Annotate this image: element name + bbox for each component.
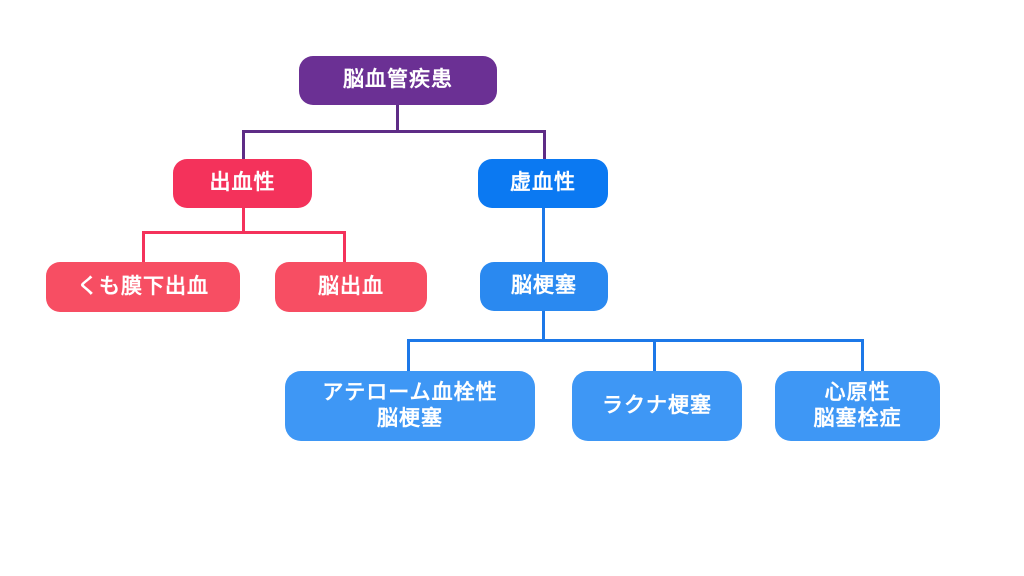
node-intracerebral-hemorrhage: 脳出血 (275, 262, 427, 312)
connector-root-to-ischemic (543, 130, 546, 160)
node-ischemic: 虚血性 (478, 159, 608, 208)
node-atherothrombotic-infarction: アテローム血栓性 脳梗塞 (285, 371, 535, 441)
node-label: 虚血性 (510, 171, 576, 195)
connector-infarction-branch (407, 339, 864, 342)
connector-to-subarachnoid (142, 231, 145, 263)
node-label: ラクナ梗塞 (602, 393, 712, 417)
connector-to-intracerebral (343, 231, 346, 263)
connector-infarction-stem (542, 310, 545, 342)
node-cerebral-infarction: 脳梗塞 (480, 262, 608, 311)
node-label: 出血性 (209, 171, 276, 195)
node-lacunar-infarction: ラクナ梗塞 (572, 371, 742, 441)
node-label: 脳梗塞 (511, 274, 577, 298)
connector-root-branch (242, 130, 546, 133)
node-hemorrhagic: 出血性 (173, 159, 312, 208)
node-label: くも膜下出血 (77, 274, 209, 298)
node-label-line1: 心原性 (824, 380, 891, 404)
node-label-line1: アテローム血栓性 (322, 380, 498, 404)
node-label-line2: 脳梗塞 (377, 407, 443, 430)
connector-ischemic-to-infarction (542, 208, 545, 263)
node-cerebrovascular-disease: 脳血管疾患 (299, 56, 497, 105)
node-label: 脳血管疾患 (343, 68, 453, 92)
node-cardiogenic-embolism: 心原性 脳塞栓症 (775, 371, 940, 441)
connector-root-to-hemorrhagic (242, 130, 245, 160)
connector-to-atherothrombotic (407, 339, 410, 372)
connector-hemorrhagic-branch (142, 231, 346, 234)
node-subarachnoid-hemorrhage: くも膜下出血 (46, 262, 240, 312)
connector-to-lacunar (653, 339, 656, 372)
connector-to-cardiogenic (861, 339, 864, 372)
node-label: 脳出血 (318, 274, 384, 298)
connector-root-stem (396, 105, 399, 133)
node-label-line2: 脳塞栓症 (813, 407, 902, 430)
connector-hemorrhagic-stem (242, 208, 245, 234)
